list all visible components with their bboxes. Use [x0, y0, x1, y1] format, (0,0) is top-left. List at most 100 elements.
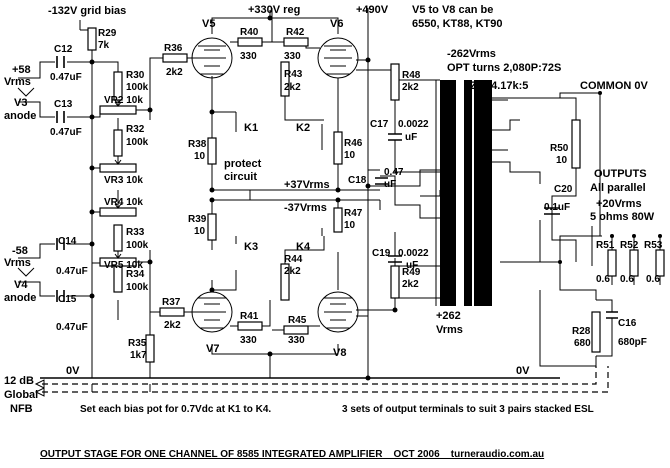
- hv-rail-label: +490V: [356, 4, 389, 16]
- vr5-label: VR5 10k: [104, 260, 143, 271]
- pot-vr2: [99, 105, 137, 115]
- resistor-r28: [591, 311, 601, 353]
- outputs-title: OUTPUTS: [594, 168, 647, 180]
- junctions: [89, 15, 398, 381]
- pot-vr4: [99, 207, 137, 217]
- resistor-r40: [237, 37, 263, 47]
- r42-value: 330: [284, 51, 301, 62]
- r44-name: R44: [284, 254, 303, 265]
- valve-v5-label: V5: [202, 18, 215, 30]
- c15-name: C15: [58, 294, 77, 305]
- r42-name: R42: [286, 27, 305, 38]
- labels: -132V grid bias +330V reg +490V V5 to V8…: [4, 4, 663, 460]
- input-top-name: V3: [14, 97, 27, 109]
- r49-name: R49: [402, 267, 421, 278]
- resistor-r38: [207, 137, 217, 165]
- resistor-r53: [655, 249, 665, 277]
- bias-note: Set each bias pot for 0.7Vdc at K1 to K4…: [80, 404, 271, 415]
- r39-value: 10: [194, 226, 206, 237]
- k4-label: K4: [296, 241, 311, 253]
- cap-c18: [375, 177, 388, 185]
- protect-label-2: circuit: [224, 171, 257, 183]
- r51-name: R51: [596, 240, 615, 251]
- valve-note-2: 6550, KT88, KT90: [412, 18, 503, 30]
- valve-v8-label: V8: [333, 347, 346, 359]
- resistor-r51: [607, 249, 617, 277]
- resistor-r47: [333, 207, 343, 233]
- r37-value: 2k2: [164, 320, 181, 331]
- r28-name: R28: [572, 326, 591, 337]
- resistor-r45: [283, 325, 309, 335]
- r28-value: 680: [574, 338, 591, 349]
- r30-value: 100k: [126, 82, 149, 93]
- r48-name: R48: [402, 70, 421, 81]
- r29-name: R29: [98, 28, 117, 39]
- resistor-r33: [113, 224, 123, 252]
- r41-name: R41: [240, 311, 259, 322]
- c14-value: 0.47uF: [56, 266, 88, 277]
- resistor-r41: [237, 321, 263, 331]
- r49-value: 2k2: [402, 279, 419, 290]
- valve-v6: [317, 37, 359, 79]
- resistor-r29: [87, 27, 97, 51]
- r29-value: 7k: [98, 40, 110, 51]
- r51-value: 0.6: [596, 274, 610, 285]
- input-top-unit: Vrms: [4, 76, 31, 88]
- opt-line-1: -262Vrms: [447, 48, 496, 60]
- r39-name: R39: [188, 214, 207, 225]
- input-top-voltage: +58: [12, 64, 31, 76]
- r41-value: 330: [240, 335, 257, 346]
- r48-value: 2k2: [402, 82, 419, 93]
- reg-rail-label: +330V reg: [248, 4, 300, 16]
- input-bot-unit: Vrms: [4, 257, 31, 269]
- opt-line-3: ZR=4.17k:5: [470, 80, 528, 92]
- c12-name: C12: [54, 44, 73, 55]
- resistor-r37: [159, 307, 185, 317]
- opt-line-2: OPT turns 2,080P:72S: [447, 62, 561, 74]
- r33-value: 100k: [126, 240, 149, 251]
- c13-value: 0.47uF: [50, 127, 82, 138]
- common-label: COMMON 0V: [580, 80, 649, 92]
- plus37-label: +37Vrms: [284, 179, 330, 191]
- outputs-subtitle: All parallel: [590, 182, 646, 194]
- input-bot-name: V4: [14, 279, 28, 291]
- c20-value: 0.1uF: [544, 202, 570, 213]
- nfb-line-3: NFB: [10, 403, 33, 415]
- r34-name: R34: [126, 269, 145, 280]
- r43-value: 2k2: [284, 82, 301, 93]
- nfb-line-2: Global: [4, 389, 38, 401]
- valve-v7-label: V7: [206, 343, 219, 355]
- k2-label: K2: [296, 122, 310, 134]
- r35-value: 1k7: [130, 350, 147, 361]
- r45-value: 330: [288, 335, 305, 346]
- r52-value: 0.6: [620, 274, 634, 285]
- resistor-r49: [390, 265, 400, 299]
- cap-c14: [56, 238, 65, 250]
- resistor-r48: [390, 63, 400, 101]
- input-top-anode: anode: [4, 110, 36, 122]
- r46-value: 10: [344, 150, 356, 161]
- nfb-line-1: 12 dB: [4, 375, 34, 387]
- c18-value: 0.47: [384, 167, 404, 178]
- r32-value: 100k: [126, 137, 149, 148]
- c20-name: C20: [554, 184, 573, 195]
- cap-c16: [606, 311, 618, 319]
- resistor-r52: [629, 249, 639, 277]
- r46-name: R46: [344, 138, 363, 149]
- r44-value: 2k2: [284, 266, 301, 277]
- zero-right-label: 0V: [516, 365, 530, 377]
- r43-name: R43: [284, 69, 303, 80]
- pot-vr3: [99, 163, 137, 173]
- zero-left-label: 0V: [66, 365, 80, 377]
- c19-value: 0.0022: [398, 248, 429, 259]
- r50-name: R50: [550, 143, 569, 154]
- output-connectors: [558, 91, 662, 264]
- c15-value: 0.47uF: [56, 322, 88, 333]
- c16-value: 680pF: [618, 337, 647, 348]
- resistor-r44: [280, 263, 290, 301]
- c13-name: C13: [54, 99, 73, 110]
- r40-name: R40: [240, 27, 259, 38]
- r38-name: R38: [188, 139, 207, 150]
- r34-value: 100k: [126, 282, 149, 293]
- valve-v6-label: V6: [330, 18, 343, 30]
